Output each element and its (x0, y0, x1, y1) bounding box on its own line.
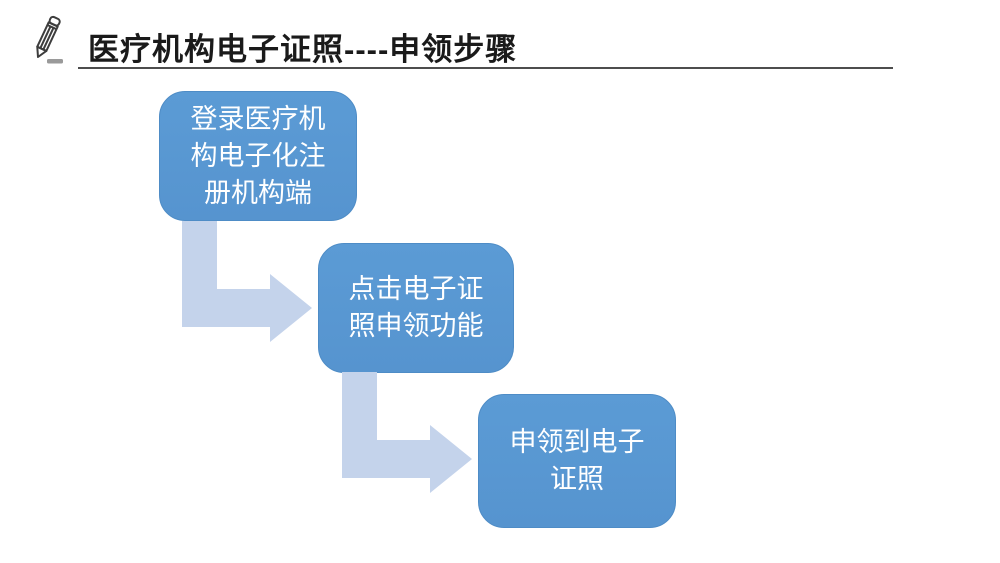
title-underline (78, 67, 893, 69)
step-text-3: 申领到电子 证照 (509, 427, 645, 494)
bent-arrow-connector-1 (182, 221, 312, 342)
step-box-2: 点击电子证 照申领功能 (318, 243, 514, 373)
bent-arrow-connector-2 (342, 372, 472, 493)
step-box-1: 登录医疗机 构电子化注 册机构端 (159, 91, 357, 221)
step-text-2: 点击电子证 照申领功能 (348, 274, 484, 341)
slide-title: 医疗机构电子证照----申领步骤 (88, 32, 518, 67)
step-text-1: 登录医疗机 构电子化注 册机构端 (190, 103, 326, 208)
step-box-3: 申领到电子 证照 (478, 394, 676, 528)
pencil-base-dash (47, 59, 63, 64)
pencil-icon (36, 15, 63, 64)
